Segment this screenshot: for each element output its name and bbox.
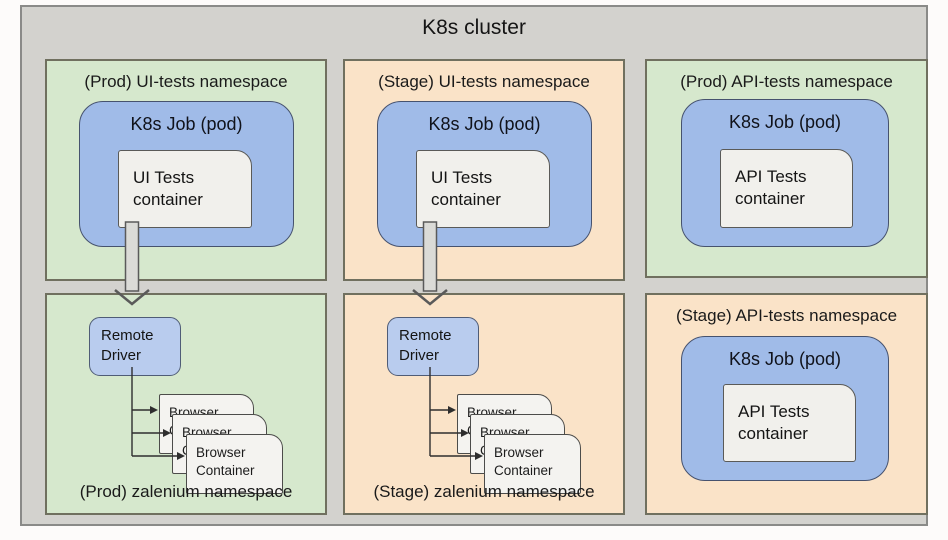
panel-stage-zalenium-namespace: Remote Driver Browser Container Browser … <box>343 293 625 515</box>
panel-stage-api-tests-namespace: (Stage) API-tests namespace K8s Job (pod… <box>645 293 928 515</box>
namespace-title: (Prod) API-tests namespace <box>680 72 893 91</box>
k8s-job-pod-box: K8s Job (pod) API Tests container <box>681 99 889 247</box>
api-tests-container-box: API Tests container <box>720 149 853 228</box>
remote-driver-box: Remote Driver <box>387 317 479 376</box>
namespace-title: (Prod) zalenium namespace <box>79 482 293 501</box>
k8s-job-pod-box: K8s Job (pod) UI Tests container <box>79 101 294 247</box>
panel-stage-ui-tests-namespace: (Stage) UI-tests namespace K8s Job (pod)… <box>343 59 625 281</box>
panel-prod-ui-tests-namespace: (Prod) UI-tests namespace K8s Job (pod) … <box>45 59 327 281</box>
k8s-job-label: K8s Job (pod) <box>728 112 842 132</box>
remote-driver-box: Remote Driver <box>89 317 181 376</box>
namespace-title: (Stage) zalenium namespace <box>373 482 595 501</box>
api-tests-container-box: API Tests container <box>723 384 856 462</box>
browser-container-card: Browser Container <box>484 434 581 494</box>
namespace-title: (Stage) UI-tests namespace <box>378 72 590 91</box>
k8s-job-pod-box: K8s Job (pod) API Tests container <box>681 336 889 481</box>
k8s-cluster-box: K8s cluster (Prod) UI-tests namespace K8… <box>20 5 928 526</box>
k8s-job-pod-box: K8s Job (pod) UI Tests container <box>377 101 592 247</box>
k8s-job-label: K8s Job (pod) <box>428 114 541 134</box>
ui-tests-container-box: UI Tests container <box>416 150 550 228</box>
cluster-title: K8s cluster <box>422 16 526 39</box>
panel-prod-zalenium-namespace: Remote Driver Browser Container Browser … <box>45 293 327 515</box>
k8s-job-label: K8s Job (pod) <box>130 114 243 134</box>
panel-prod-api-tests-namespace: (Prod) API-tests namespace K8s Job (pod)… <box>645 59 928 278</box>
namespace-title: (Prod) UI-tests namespace <box>84 72 288 91</box>
browser-container-card: Browser Container <box>186 434 283 494</box>
k8s-job-label: K8s Job (pod) <box>728 349 842 369</box>
ui-tests-container-box: UI Tests container <box>118 150 252 228</box>
namespace-title: (Stage) API-tests namespace <box>675 306 898 325</box>
